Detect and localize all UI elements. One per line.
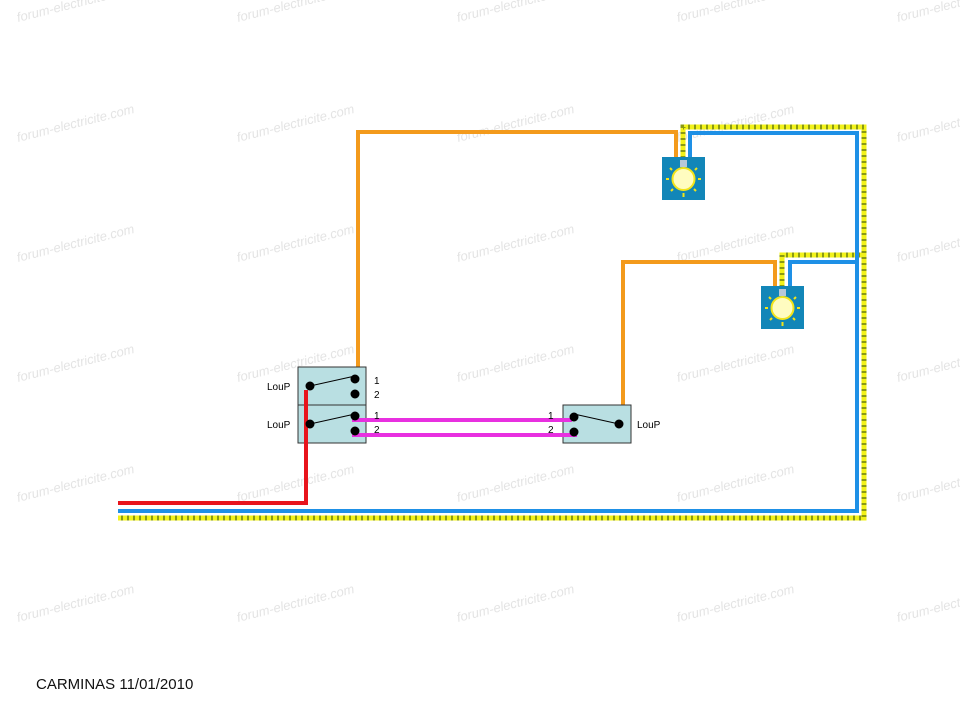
watermark-text: forum-electricite.com — [895, 0, 960, 25]
watermark-text: forum-electricite.com — [15, 461, 136, 505]
switch-right-terminal-2: 2 — [548, 425, 554, 436]
watermark-text: forum-electricite.com — [235, 461, 356, 505]
watermark-text: forum-electricite.com — [895, 581, 960, 625]
watermark-text: forum-electricite.com — [235, 101, 356, 145]
watermark-text: forum-electricite.com — [15, 581, 136, 625]
earth-wire — [118, 124, 867, 521]
watermark-text: forum-electricite.com — [455, 341, 576, 385]
watermark-layer: forum-electricite.com forum-electricite.c… — [15, 0, 960, 625]
watermark-text: forum-electricite.com — [455, 581, 576, 625]
watermark-text: forum-electricite.com — [895, 341, 960, 385]
traveler-wires — [352, 418, 577, 437]
switch-right-label: LouP — [637, 420, 661, 431]
switch-contacts — [305, 374, 624, 437]
switch-lower-left-terminal-1: 1 — [374, 411, 380, 422]
watermark-text: forum-electricite.com — [675, 101, 796, 145]
lamp-2 — [761, 286, 804, 329]
watermark-text: forum-electricite.com — [15, 341, 136, 385]
watermark-text: forum-electricite.com — [675, 461, 796, 505]
watermark-text: forum-electricite.com — [675, 581, 796, 625]
watermark-text: forum-electricite.com — [235, 0, 356, 25]
switch-upper-left-terminal-2: 2 — [374, 390, 380, 401]
watermark-text: forum-electricite.com — [15, 101, 136, 145]
watermark-text: forum-electricite.com — [455, 101, 576, 145]
watermark-text: forum-electricite.com — [455, 221, 576, 265]
switch-lower-left-terminal-2: 2 — [374, 425, 380, 436]
watermark-text: forum-electricite.com — [455, 0, 576, 25]
watermark-text: forum-electricite.com — [235, 221, 356, 265]
watermark-text: forum-electricite.com — [895, 461, 960, 505]
watermark-text: forum-electricite.com — [675, 0, 796, 25]
light-bulb-icon — [765, 289, 800, 326]
light-bulb-icon — [666, 160, 701, 197]
lamp2-return-wire — [621, 260, 777, 424]
watermark-text: forum-electricite.com — [15, 0, 136, 25]
phase-wire — [118, 390, 308, 505]
switch-upper-left-terminal-1: 1 — [374, 376, 380, 387]
switch-right-terminal-1: 1 — [548, 411, 554, 422]
lamp1-return-wire — [356, 130, 678, 380]
switch-upper-left-label: LouP — [267, 382, 291, 393]
watermark-text: forum-electricite.com — [895, 101, 960, 145]
watermark-text: forum-electricite.com — [455, 461, 576, 505]
watermark-text: forum-electricite.com — [675, 341, 796, 385]
watermark-text: forum-electricite.com — [235, 581, 356, 625]
author-date-credit: CARMINAS 11/01/2010 — [36, 676, 194, 693]
watermark-text: forum-electricite.com — [15, 221, 136, 265]
lamp-1 — [662, 157, 705, 200]
switch-lower-left-label: LouP — [267, 420, 291, 431]
watermark-text: forum-electricite.com — [675, 221, 796, 265]
neutral-wire — [118, 131, 859, 513]
watermark-text: forum-electricite.com — [895, 221, 960, 265]
